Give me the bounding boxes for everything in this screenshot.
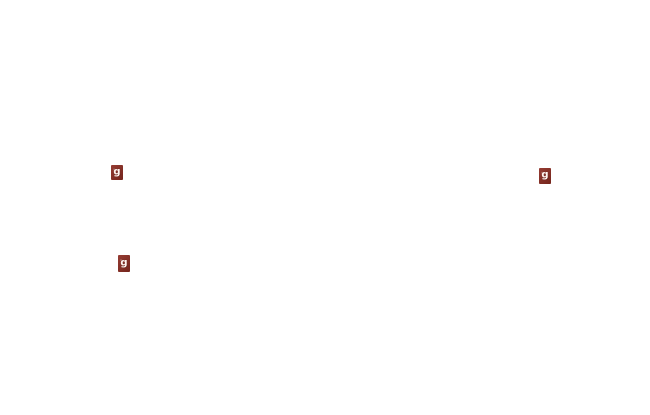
g-marker-icon: g	[111, 165, 123, 180]
g-marker-label: g	[113, 166, 121, 177]
g-marker-label: g	[120, 257, 128, 268]
g-marker-label: g	[541, 169, 549, 181]
g-marker-icon: g	[118, 255, 130, 272]
g-marker-icon: g	[539, 168, 551, 184]
